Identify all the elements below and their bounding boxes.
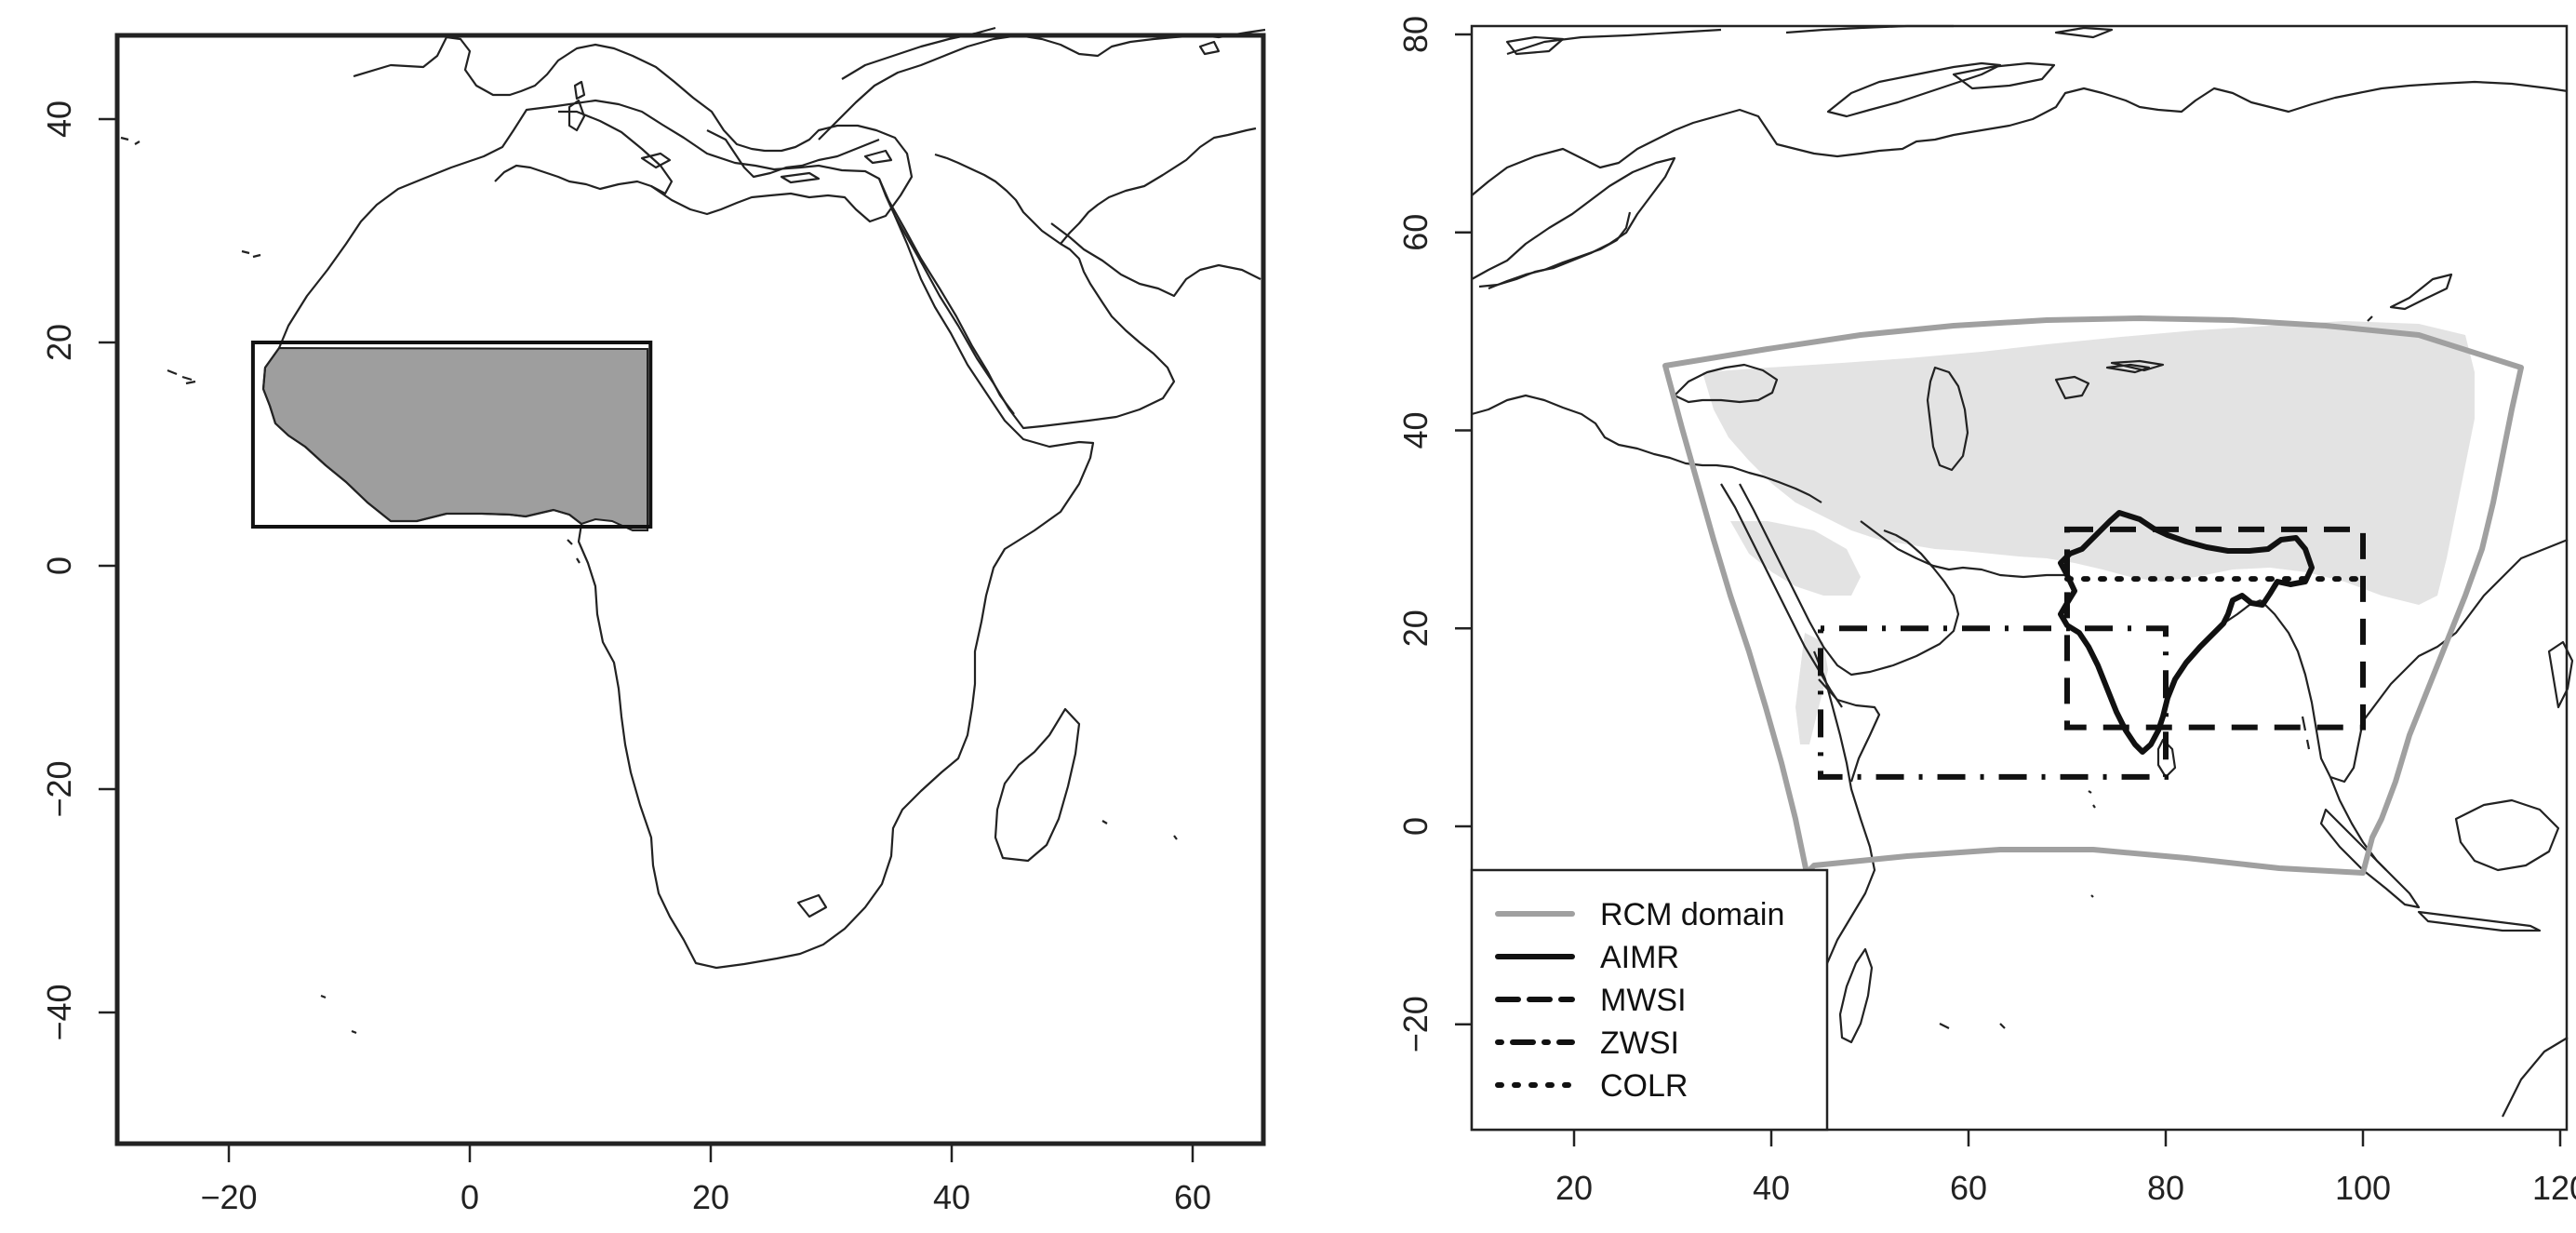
left-y-axis: 40 20 0 −20 −40 [40, 101, 117, 1041]
lake-small [2105, 363, 2151, 374]
crete-outline [780, 171, 821, 184]
right-x-tick-label: 80 [2147, 1169, 2184, 1207]
legend-label: MWSI [1600, 983, 1687, 1018]
borneo [2454, 798, 2560, 872]
madagascar-outline [994, 707, 1081, 863]
seychelles-right [1939, 1023, 2006, 1029]
left-plot-frame [114, 33, 1266, 1146]
tristan-dot [351, 1029, 357, 1035]
region-box [250, 341, 653, 529]
chagos-dots [2090, 894, 2094, 898]
madagascar-right [1838, 947, 1874, 1044]
novaya-zemlya [1826, 61, 2002, 118]
scandinavia-coast [1471, 156, 1676, 288]
legend-label: AIMR [1600, 940, 1679, 975]
right-x-tick-label: 40 [1753, 1169, 1790, 1207]
right-x-tick-label: 100 [2335, 1169, 2391, 1207]
highland-shading-west [1730, 521, 1861, 596]
right-x-tick-label: 120 [2532, 1169, 2576, 1207]
philippines [2547, 640, 2574, 709]
right-y-axis: 80 60 40 20 0 −20 [1396, 16, 1472, 1052]
small-island-south [796, 893, 828, 918]
lake-dot-north [2367, 315, 2373, 322]
baikal [2389, 273, 2453, 311]
africa-coastline [261, 99, 1095, 970]
right-y-tick-label: 60 [1396, 214, 1435, 251]
gulf-coast [1060, 127, 1257, 245]
aral-sea [2054, 375, 2090, 400]
arabia-coast [1739, 483, 1960, 677]
right-y-tick-label: −20 [1396, 996, 1435, 1052]
cyprus-outline [863, 149, 893, 165]
arctic-north-coast [1506, 24, 1954, 56]
arabian-peninsula-coast [894, 153, 1176, 430]
sardinia-outline [567, 99, 586, 132]
left-y-tick-label: −20 [40, 760, 78, 817]
europe-north-coast [1471, 80, 2569, 196]
right-y-tick-label: 40 [1396, 411, 1435, 449]
right-y-tick-label: 80 [1396, 16, 1435, 53]
turkey-black-sea-coast [818, 28, 1266, 141]
right-y-tick-label: 0 [1396, 817, 1435, 836]
red-sea-african-coast [877, 178, 1015, 415]
right-x-axis: 20 40 60 80 100 120 [1555, 1130, 2576, 1207]
corsica-outline [573, 80, 586, 101]
sicily-outline [640, 152, 672, 169]
mwsi-box [2064, 526, 2366, 730]
caspian-sea [1926, 366, 1969, 472]
west-africa-region [261, 346, 648, 531]
canary-islands [167, 369, 196, 385]
black-sea-coast [1673, 363, 1779, 404]
gulf-of-guinea-islands [567, 539, 581, 564]
left-map-panel: −20 0 20 40 60 40 20 0 −20 −40 [40, 26, 1266, 1216]
left-x-tick-label: 60 [1174, 1178, 1211, 1216]
atlantic-islands [120, 136, 140, 145]
sumatra [2319, 808, 2421, 909]
persian-gulf-coast [1860, 520, 2067, 579]
left-y-tick-label: 40 [40, 101, 78, 138]
rcm-domain-boundary [1662, 315, 2524, 876]
right-x-tick-label: 20 [1555, 1169, 1593, 1207]
lake-balkhash [2110, 359, 2165, 372]
cape-verde-islands [241, 249, 261, 259]
legend-label: COLR [1600, 1068, 1688, 1104]
somalia-horn [1818, 678, 1881, 783]
balkans-coastline [706, 129, 880, 179]
left-x-tick-label: −20 [200, 1178, 257, 1216]
australia-corner [2502, 1037, 2569, 1118]
persian-gulf-north [1050, 222, 1261, 298]
left-y-tick-label: −40 [40, 984, 78, 1040]
right-x-tick-label: 60 [1950, 1169, 1987, 1207]
andaman-islands [2301, 716, 2311, 750]
left-y-tick-label: 0 [40, 556, 78, 575]
seychelles-dots [1101, 820, 1178, 840]
left-y-tick-label: 20 [40, 324, 78, 361]
aimr-india-outline [2058, 510, 2315, 755]
iberia-coastline [353, 35, 914, 223]
maldives-dots [2088, 790, 2096, 809]
right-plot-frame [1470, 24, 2569, 1132]
java [2417, 910, 2542, 932]
st-helena-dot [320, 994, 327, 999]
mediterranean-coast [1471, 394, 1822, 503]
legend-label: ZWSI [1600, 1025, 1679, 1061]
italy-peninsula [558, 110, 674, 195]
legend-label: RCM domain [1600, 897, 1784, 932]
left-x-axis: −20 0 20 40 60 [200, 1144, 1211, 1216]
left-x-tick-label: 20 [692, 1178, 729, 1216]
left-x-tick-label: 0 [460, 1178, 479, 1216]
left-x-tick-label: 40 [933, 1178, 970, 1216]
socotra-outline [1198, 40, 1221, 56]
baltic-coast [1488, 211, 1632, 290]
right-y-tick-label: 20 [1396, 610, 1435, 647]
